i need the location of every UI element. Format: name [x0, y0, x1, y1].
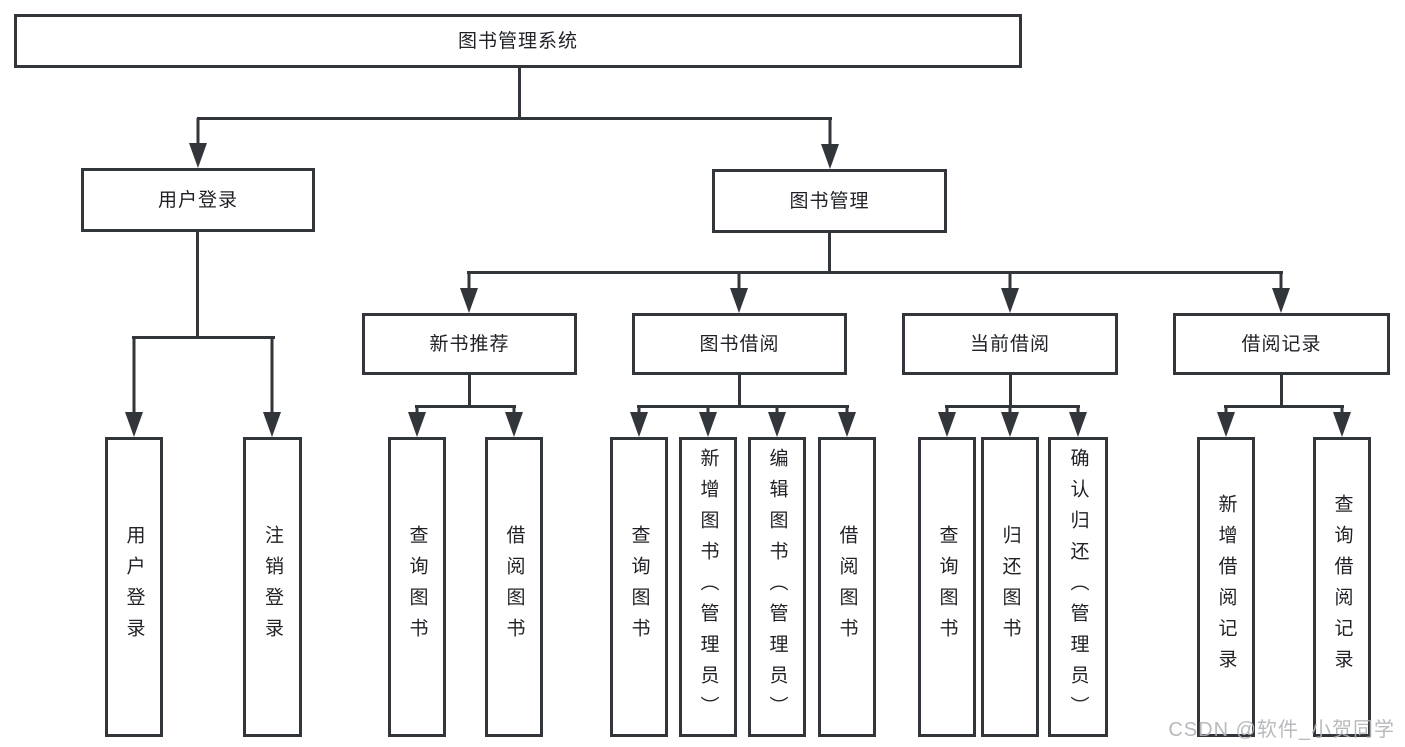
- arrow-down-icon: [460, 272, 478, 313]
- node-leaf-borrow-query-books: 查询图书: [610, 437, 668, 737]
- node-leaf-add-books-admin: 新增图书（管理员）: [679, 437, 737, 737]
- node-book-borrow-label: 图书借阅: [699, 333, 780, 355]
- node-leaf-confirm-return-admin: 确认归还（管理员）: [1048, 437, 1108, 737]
- node-leaf-recommend-query-books: 查询图书: [388, 437, 446, 737]
- node-leaf-confirm-return-admin-label: 确认归还（管理员）: [1067, 447, 1089, 727]
- arrow-down-icon: [1001, 405, 1019, 437]
- arrow-down-icon: [699, 406, 717, 437]
- connector-vline-root: [518, 66, 521, 120]
- arrow-down-icon: [730, 272, 748, 313]
- connector-hline-records-children: [1224, 405, 1344, 408]
- connector-vline-book-borrow: [738, 373, 741, 408]
- arrow-down-icon: [821, 118, 839, 169]
- node-new-book-recommend-label: 新书推荐: [429, 333, 510, 355]
- arrow-down-icon: [630, 406, 648, 437]
- arrow-down-icon: [1272, 272, 1290, 313]
- node-borrow-records-label: 借阅记录: [1241, 333, 1322, 355]
- node-leaf-recommend-borrow-books: 借阅图书: [485, 437, 543, 737]
- connector-vline-book-management: [828, 231, 831, 274]
- node-new-book-recommend: 新书推荐: [362, 313, 577, 375]
- node-book-management: 图书管理: [712, 169, 947, 233]
- node-user-login-label: 用户登录: [157, 189, 238, 211]
- node-leaf-current-query-books: 查询图书: [918, 437, 976, 737]
- connector-hline-user-login-children: [132, 336, 275, 339]
- node-leaf-borrow-query-books-label: 查询图书: [628, 525, 650, 649]
- node-leaf-add-books-admin-label: 新增图书（管理员）: [697, 447, 719, 727]
- node-leaf-borrow-books-label: 借阅图书: [836, 525, 858, 649]
- node-leaf-recommend-borrow-books-label: 借阅图书: [503, 525, 525, 649]
- node-leaf-recommend-query-books-label: 查询图书: [406, 525, 428, 649]
- node-book-borrow: 图书借阅: [632, 313, 847, 375]
- arrow-down-icon: [1217, 406, 1235, 437]
- node-leaf-edit-books-admin-label: 编辑图书（管理员）: [766, 447, 788, 727]
- connector-vline-current-borrow: [1009, 373, 1012, 407]
- arrow-down-icon: [1333, 406, 1351, 437]
- arrow-down-icon: [505, 406, 523, 437]
- node-leaf-user-login-label: 用户登录: [123, 525, 145, 649]
- node-current-borrow: 当前借阅: [902, 313, 1118, 375]
- node-leaf-user-login: 用户登录: [105, 437, 163, 737]
- arrow-down-icon: [408, 406, 426, 437]
- node-leaf-current-query-books-label: 查询图书: [936, 525, 958, 649]
- node-leaf-return-books: 归还图书: [981, 437, 1039, 737]
- connector-hline-borrow-children: [637, 405, 849, 408]
- node-leaf-add-borrow-record-label: 新增借阅记录: [1215, 494, 1237, 680]
- arrow-down-icon: [1069, 405, 1087, 437]
- node-leaf-return-books-label: 归还图书: [999, 525, 1021, 649]
- node-book-management-label: 图书管理: [789, 190, 870, 212]
- arrow-down-icon: [263, 337, 281, 437]
- node-leaf-logout: 注销登录: [243, 437, 302, 737]
- node-borrow-records: 借阅记录: [1173, 313, 1390, 375]
- arrow-down-icon: [1001, 272, 1019, 313]
- arrow-down-icon: [125, 337, 143, 437]
- node-leaf-edit-books-admin: 编辑图书（管理员）: [748, 437, 806, 737]
- node-leaf-borrow-books: 借阅图书: [818, 437, 876, 737]
- node-root: 图书管理系统: [14, 14, 1022, 68]
- node-leaf-query-borrow-record-label: 查询借阅记录: [1331, 494, 1353, 680]
- connector-hline-level3: [467, 271, 1283, 274]
- connector-hline-level2: [197, 117, 832, 120]
- node-user-login: 用户登录: [81, 168, 315, 232]
- arrow-down-icon: [838, 406, 856, 437]
- node-leaf-query-borrow-record: 查询借阅记录: [1313, 437, 1371, 737]
- csdn-watermark: CSDN @软件_小贺同学: [1168, 719, 1395, 741]
- arrow-down-icon: [189, 118, 207, 168]
- connector-vline-borrow-records: [1280, 373, 1283, 408]
- node-leaf-logout-label: 注销登录: [262, 525, 283, 649]
- node-root-label: 图书管理系统: [457, 30, 578, 52]
- node-current-borrow-label: 当前借阅: [969, 333, 1050, 355]
- arrow-down-icon: [768, 406, 786, 437]
- connector-vline-new-book-recommend: [468, 373, 471, 408]
- node-leaf-add-borrow-record: 新增借阅记录: [1197, 437, 1255, 737]
- connector-hline-recommend-children: [415, 405, 516, 408]
- arrow-down-icon: [938, 405, 956, 437]
- connector-vline-user-login: [196, 230, 199, 339]
